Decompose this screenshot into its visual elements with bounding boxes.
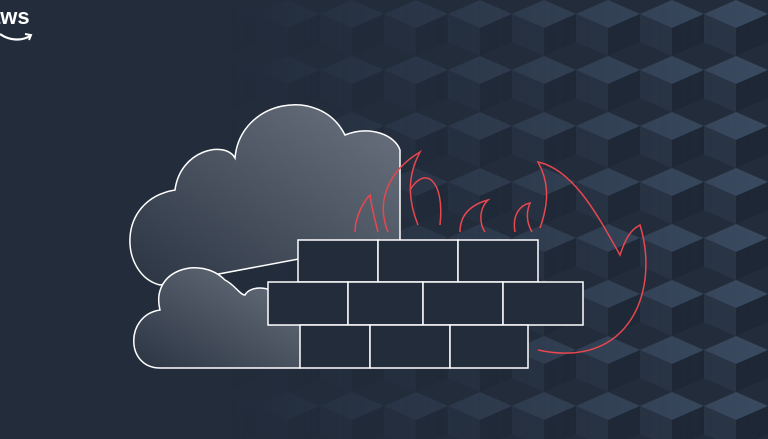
aws-logo-smile: [0, 33, 33, 41]
firewall-icon: [267, 239, 584, 369]
aws-logo: aws: [0, 4, 30, 29]
flame-icon: [354, 149, 647, 354]
